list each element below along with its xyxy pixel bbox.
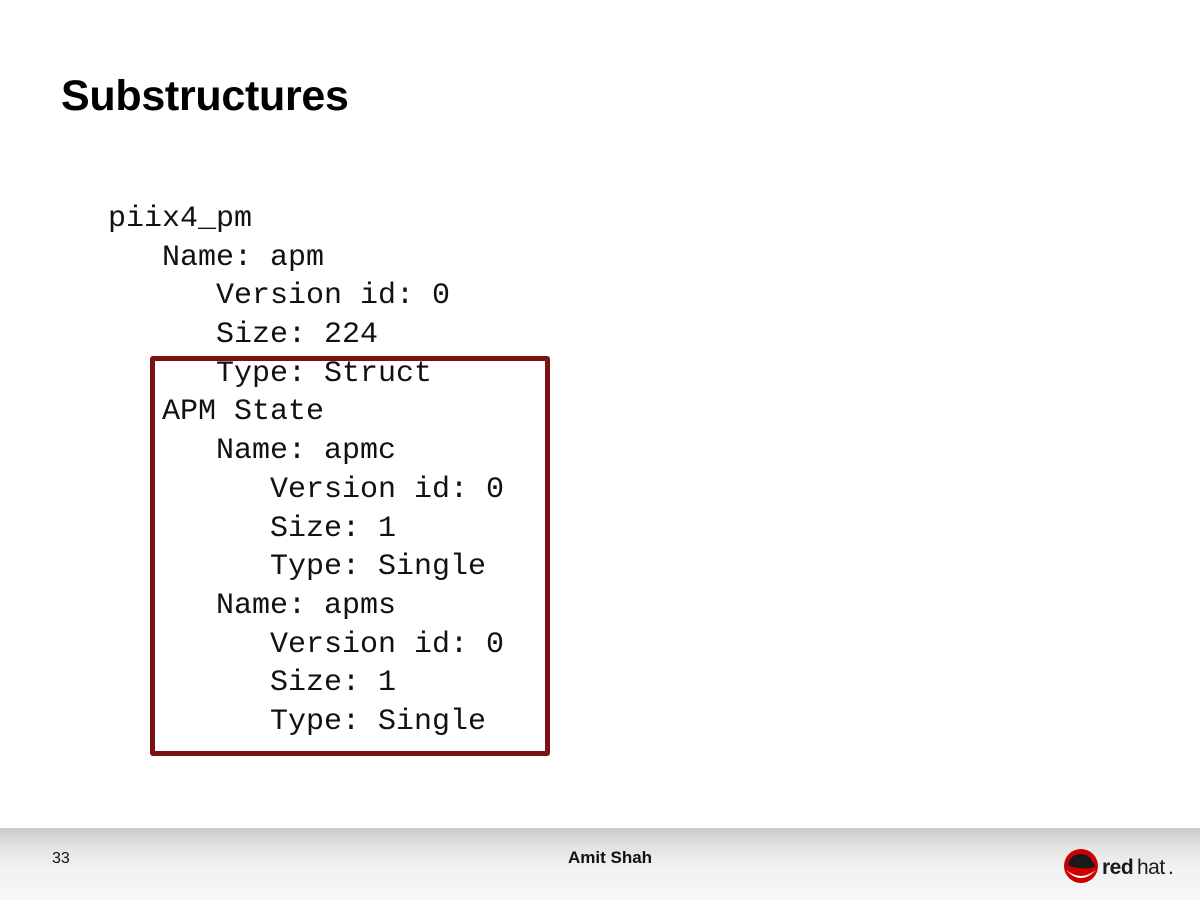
code-line: Size: 224 xyxy=(108,318,379,353)
substructure-highlight-box xyxy=(150,356,550,756)
code-line: Size: 1 xyxy=(108,666,397,701)
code-line: Type: Single xyxy=(108,704,487,739)
redhat-logo-icon: red hat . xyxy=(1064,849,1174,883)
code-line: Name: apm xyxy=(108,240,325,275)
code-block: piix4_pm Name: apm Version id: 0 Size: 2… xyxy=(108,200,504,742)
code-line: Name: apmc xyxy=(108,434,397,469)
code-line: Type: Single xyxy=(108,550,487,585)
svg-text:red: red xyxy=(1102,856,1133,879)
code-line: Version id: 0 xyxy=(108,627,505,662)
code-line: APM State xyxy=(108,395,325,430)
code-line: Size: 1 xyxy=(108,511,397,546)
code-line: piix4_pm xyxy=(108,202,253,236)
code-line: Version id: 0 xyxy=(108,279,451,314)
code-line: Type: Struct xyxy=(108,356,433,391)
slide-footer: 33 Amit Shah red hat . xyxy=(0,828,1200,900)
page-number: 33 xyxy=(52,850,70,867)
svg-text:hat: hat xyxy=(1137,856,1165,879)
svg-text:.: . xyxy=(1168,856,1174,879)
author-name: Amit Shah xyxy=(568,848,653,867)
code-line: Name: apms xyxy=(108,588,397,623)
code-line: Version id: 0 xyxy=(108,472,505,507)
slide-title: Substructures xyxy=(61,72,349,120)
